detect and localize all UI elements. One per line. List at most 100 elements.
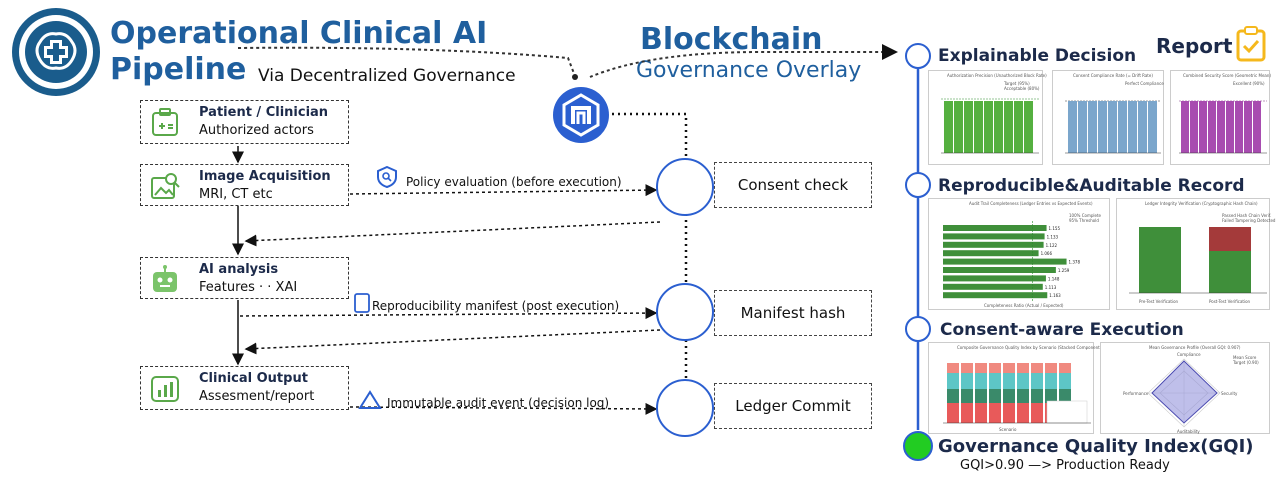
timeline-title-gqi: Governance Quality Index(GQI) xyxy=(938,436,1254,457)
clipboard-check-icon xyxy=(1236,26,1266,62)
radar-axis-label: Security xyxy=(1221,391,1238,396)
main-title: Operational Clinical AI xyxy=(110,16,488,51)
timeline-title-reproducible: Reproducible&Auditable Record xyxy=(938,176,1245,196)
timeline-node-1 xyxy=(905,43,931,69)
warning-triangle-icon xyxy=(358,390,382,409)
chart-legend: Target (0.90) xyxy=(1233,360,1259,365)
chart-legend: Passed Hash Chain Verif. xyxy=(1222,213,1272,218)
blockchain-title: Blockchain xyxy=(640,22,823,57)
step-title: AI analysis xyxy=(199,262,279,277)
clipboard-plus-icon xyxy=(152,108,178,136)
audit-bar xyxy=(943,241,1044,248)
timeline-node-2 xyxy=(905,172,931,198)
pipeline-step-clinical-output: Clinical Output Assesment/report xyxy=(140,366,349,410)
flow-label-audit: Immutable audit event (decision log) xyxy=(387,396,610,410)
chart-title: Composite Governance Quality Index by Sc… xyxy=(957,345,1130,350)
brain-logo-icon xyxy=(12,8,100,96)
audit-bar xyxy=(943,283,1043,290)
audit-bar-label: 1.378 xyxy=(1069,260,1081,265)
bars-audit: 1.155 1.133 1.122 1.066 1.378 1.259 1.148 1.113… xyxy=(943,221,1081,301)
audit-bar xyxy=(943,250,1039,257)
bars-consent xyxy=(1065,100,1161,154)
checkpoint-consent-check: Consent check xyxy=(714,162,872,208)
audit-bar xyxy=(943,233,1045,240)
pipeline-step-actors: Patient / Clinician Authorized actors xyxy=(140,100,349,144)
radar-axis-label: Auditability xyxy=(1177,429,1200,434)
step-title: Clinical Output xyxy=(199,371,308,386)
chart-legend: 100% Complete xyxy=(1069,213,1101,218)
radar-axis-label: Compliance xyxy=(1177,352,1201,357)
chart-audit-completeness: Audit Trail Completeness (Ledger Entries… xyxy=(928,198,1110,310)
checkpoint-ledger-commit: Ledger Commit xyxy=(714,383,872,429)
audit-bar-label: 1.122 xyxy=(1046,243,1058,248)
checkpoint-node-consent xyxy=(656,158,714,216)
bars-integrity xyxy=(1129,227,1267,294)
chart-legend: Failed Tampering Detected xyxy=(1222,218,1276,223)
chart-legend: 95% Threshold xyxy=(1069,218,1099,223)
checkpoint-node-ledger xyxy=(656,379,714,437)
bars-gqi-stacked xyxy=(943,363,1091,424)
pipeline-step-image-acquisition: Image Acquisition MRI, CT etc xyxy=(140,164,349,206)
step-title: Patient / Clinician xyxy=(199,105,329,120)
audit-bar xyxy=(943,225,1047,231)
pipeline-step-ai-analysis: AI analysis Features · · XAI xyxy=(140,257,349,299)
chart-ledger-integrity: Ledger Integrity Verification (Cryptogra… xyxy=(1116,198,1275,310)
audit-bar-label: 1.259 xyxy=(1058,268,1070,273)
bars-authorization xyxy=(941,98,1039,154)
radar-axis-label: Performance xyxy=(1123,391,1149,396)
chart-title: Authorization Precision (Unauthorized Bl… xyxy=(947,73,1047,78)
chart-title: Ledger Integrity Verification (Cryptogra… xyxy=(1145,201,1258,206)
flow-label-policy: Policy evaluation (before execution) xyxy=(406,175,622,189)
audit-bar xyxy=(943,258,1067,265)
audit-bar-label: 1.163 xyxy=(1049,293,1061,298)
main-subtitle: Via Decentralized Governance xyxy=(258,66,516,86)
chart-governance-radar: Mean Governance Profile (Overall GQI: 0.… xyxy=(1100,342,1270,434)
report-label: Report xyxy=(1156,34,1233,58)
step-subtitle: Features · · XAI xyxy=(199,280,298,295)
chart-legend: Perfect Compliance xyxy=(1125,81,1164,86)
timeline-node-4 xyxy=(903,431,933,461)
blockchain-icon xyxy=(553,87,609,143)
chart-legend: Excellent (90%) xyxy=(1233,81,1265,86)
chart-title: Consent Compliance Rate (= Drift Rate) xyxy=(1073,73,1153,78)
chart-title: Mean Governance Profile (Overall GQI: 0.… xyxy=(1149,345,1241,350)
bars-security xyxy=(1179,100,1267,154)
step-title: Image Acquisition xyxy=(199,169,331,184)
audit-bar-label: 1.113 xyxy=(1045,285,1057,290)
audit-bar xyxy=(943,267,1056,273)
chart-legend: Mean Score xyxy=(1233,355,1257,360)
chart-consent-compliance: Consent Compliance Rate (= Drift Rate) P… xyxy=(1052,70,1164,165)
main-title-line2: Pipeline xyxy=(110,52,247,87)
timeline-node-3 xyxy=(905,316,931,342)
document-icon xyxy=(354,293,370,313)
bar-chart-icon xyxy=(151,376,179,402)
robot-icon xyxy=(153,265,177,292)
audit-bar-label: 1.133 xyxy=(1047,234,1059,239)
flow-label-manifest: Reproducibility manifest (post execution… xyxy=(372,299,620,313)
chart-gqi-stacked: Composite Governance Quality Index by Sc… xyxy=(928,342,1129,434)
shield-search-icon xyxy=(377,166,397,188)
radar-plot xyxy=(1147,358,1221,428)
audit-bar-label: 1.148 xyxy=(1048,276,1060,281)
chart-security-score: Combined Security Score (Geometric Mean)… xyxy=(1170,70,1271,165)
gqi-note: GQI>0.90 —> Production Ready xyxy=(960,458,1170,473)
chart-legend: Target (95%) xyxy=(1004,81,1030,86)
audit-bar xyxy=(943,292,1048,299)
step-subtitle: Assesment/report xyxy=(199,389,315,404)
timeline-title-explainable: Explainable Decision xyxy=(938,46,1137,66)
blockchain-subtitle: Governance Overlay xyxy=(636,58,862,83)
step-subtitle: MRI, CT etc xyxy=(199,187,273,202)
image-search-icon xyxy=(151,173,180,199)
chart-xlabel: Completeness Ratio (Actual / Expected) xyxy=(984,303,1064,308)
chart-authorization-precision: Authorization Precision (Unauthorized Bl… xyxy=(928,70,1047,165)
timeline-title-consent: Consent-aware Execution xyxy=(940,320,1184,340)
chart-title: Combined Security Score (Geometric Mean) xyxy=(1183,73,1271,78)
audit-bar-label: 1.066 xyxy=(1041,251,1053,256)
audit-bar xyxy=(943,275,1046,282)
checkpoint-node-manifest xyxy=(656,283,714,341)
step-subtitle: Authorized actors xyxy=(199,123,314,138)
checkpoint-manifest-hash: Manifest hash xyxy=(714,290,872,336)
audit-bar-label: 1.155 xyxy=(1049,226,1061,231)
chart-title: Audit Trail Completeness (Ledger Entries… xyxy=(969,201,1093,206)
